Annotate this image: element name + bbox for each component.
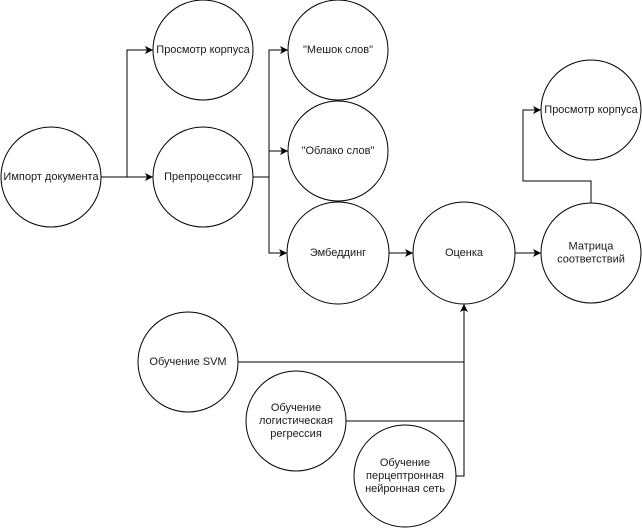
node-circle[interactable] bbox=[0, 126, 102, 228]
connector-line bbox=[253, 176, 287, 254]
arrowhead-icon bbox=[145, 173, 153, 181]
node-label: Просмотр корпуса bbox=[544, 104, 638, 116]
edge-mlp-eval bbox=[456, 421, 465, 477]
node-preproc[interactable]: Препроцессинг bbox=[152, 126, 254, 228]
node-import[interactable]: Импорт документа bbox=[0, 126, 102, 228]
node-circle[interactable] bbox=[540, 202, 642, 304]
node-label: Препроцессинг bbox=[164, 171, 242, 183]
edge-matrix-view2 bbox=[522, 106, 592, 203]
connector-line bbox=[522, 109, 592, 203]
edge-logreg-eval bbox=[346, 362, 465, 422]
edge-preproc-cloud bbox=[253, 147, 288, 178]
node-label: Просмотр корпуса bbox=[156, 44, 250, 56]
edge-embed-eval bbox=[389, 249, 413, 257]
connector-line bbox=[346, 362, 465, 422]
node-circle[interactable] bbox=[540, 59, 642, 161]
arrowhead-icon bbox=[460, 304, 468, 312]
node-label: Импорт документа bbox=[3, 171, 99, 183]
node-label: Матрица bbox=[569, 240, 615, 252]
node-circle[interactable] bbox=[245, 370, 347, 472]
node-circle[interactable] bbox=[286, 201, 390, 305]
node-label: логистическая bbox=[259, 415, 333, 427]
arrowhead-icon bbox=[405, 249, 413, 257]
arrowhead-icon bbox=[145, 46, 153, 54]
connector-line bbox=[456, 421, 465, 477]
edge-import-preproc bbox=[101, 173, 153, 181]
node-view2[interactable]: Просмотр корпуса bbox=[540, 59, 642, 161]
arrowhead-icon bbox=[533, 106, 541, 114]
edge-eval-matrix bbox=[515, 249, 541, 257]
node-label: Обучение bbox=[380, 457, 430, 469]
node-label: Обучение bbox=[271, 402, 321, 414]
node-label: "Облако слов" bbox=[302, 145, 375, 157]
edge-svm-eval bbox=[238, 304, 468, 363]
node-label: Обучение SVM bbox=[149, 356, 226, 368]
node-circle[interactable] bbox=[287, 100, 389, 202]
edges-layer bbox=[101, 46, 592, 477]
node-embed[interactable]: Эмбеддинг bbox=[286, 201, 390, 305]
edge-import-view1 bbox=[101, 46, 153, 178]
node-bow[interactable]: "Мешок слов" bbox=[287, 0, 389, 101]
node-cloud[interactable]: "Облако слов" bbox=[287, 100, 389, 202]
node-label: Эмбеддинг bbox=[310, 247, 366, 259]
connector-line bbox=[253, 150, 288, 178]
connector-line bbox=[253, 49, 288, 178]
node-label: регрессия bbox=[270, 428, 322, 440]
arrowhead-icon bbox=[533, 249, 541, 257]
arrowhead-icon bbox=[280, 46, 288, 54]
node-label: нейронная сеть bbox=[365, 483, 445, 495]
node-circle[interactable] bbox=[152, 0, 254, 101]
node-circle[interactable] bbox=[137, 311, 239, 413]
node-circle[interactable] bbox=[412, 201, 516, 305]
arrowhead-icon bbox=[279, 249, 287, 257]
node-svm[interactable]: Обучение SVM bbox=[137, 311, 239, 413]
node-label: Оценка bbox=[445, 247, 484, 259]
connector-line bbox=[238, 304, 465, 363]
node-label: "Мешок слов" bbox=[303, 44, 373, 56]
node-label: соответствий bbox=[557, 253, 625, 265]
connector-line bbox=[101, 49, 153, 178]
node-label: перцептронная bbox=[366, 470, 444, 482]
node-circle[interactable] bbox=[287, 0, 389, 101]
node-view1[interactable]: Просмотр корпуса bbox=[152, 0, 254, 101]
node-eval[interactable]: Оценка bbox=[412, 201, 516, 305]
edge-preproc-embed bbox=[253, 176, 287, 257]
node-circle[interactable] bbox=[152, 126, 254, 228]
edge-preproc-bow bbox=[253, 46, 288, 178]
arrowhead-icon bbox=[280, 147, 288, 155]
node-circle[interactable] bbox=[353, 424, 457, 528]
